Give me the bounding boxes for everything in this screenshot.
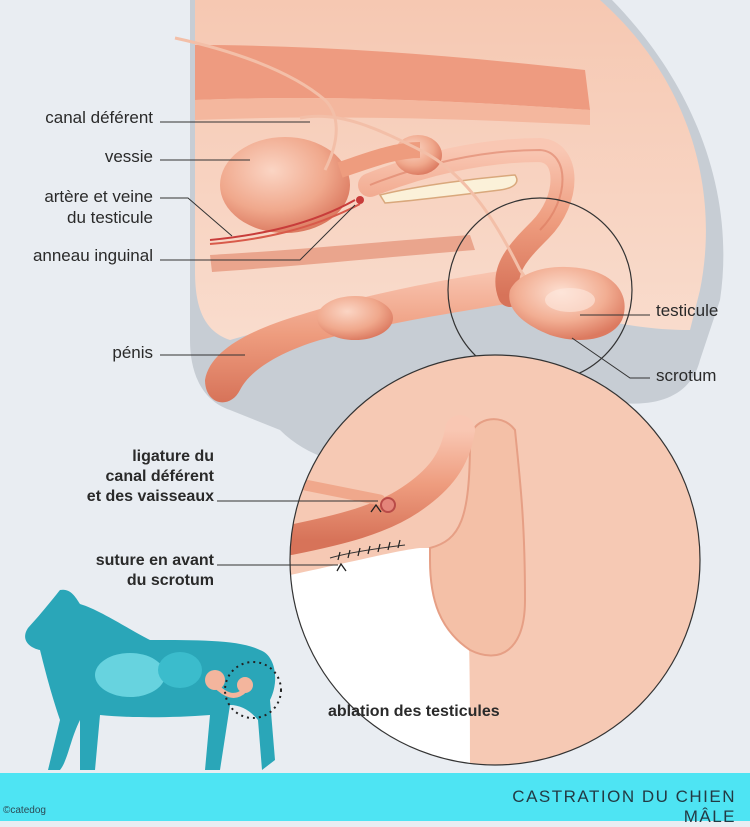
label-ligature-3: et des vaisseaux	[86, 488, 214, 505]
label-canal-deferent: canal déférent	[45, 108, 153, 127]
label-ablation: ablation des testicules	[328, 703, 500, 720]
bladder	[220, 135, 442, 233]
label-penis: pénis	[112, 343, 153, 362]
label-scrotum: scrotum	[656, 366, 717, 385]
label-artere-veine-2: du testicule	[67, 208, 153, 227]
label-vessie: vessie	[104, 147, 153, 166]
detail-zoom	[289, 354, 701, 766]
label-ligature-2: canal déférent	[105, 468, 214, 485]
label-testicule: testicule	[656, 301, 719, 320]
os-penis	[378, 174, 518, 204]
label-ligature-1: ligature du	[132, 448, 214, 465]
diagram-title: CASTRATION DU CHIEN MÂLE	[512, 787, 736, 826]
dog-silhouette-icon	[25, 589, 282, 770]
copyright: ©catedog	[3, 805, 46, 816]
testicular-vessels	[209, 196, 364, 245]
testicle	[509, 266, 625, 340]
label-anneau-inguinal: anneau inguinal	[32, 246, 153, 265]
leader-lines	[160, 121, 650, 566]
label-suture-2: du scrotum	[126, 572, 214, 589]
footer-band	[0, 773, 750, 821]
label-suture-1: suture en avant	[95, 552, 214, 569]
label-artere-veine-1: artère et veine	[44, 187, 153, 206]
